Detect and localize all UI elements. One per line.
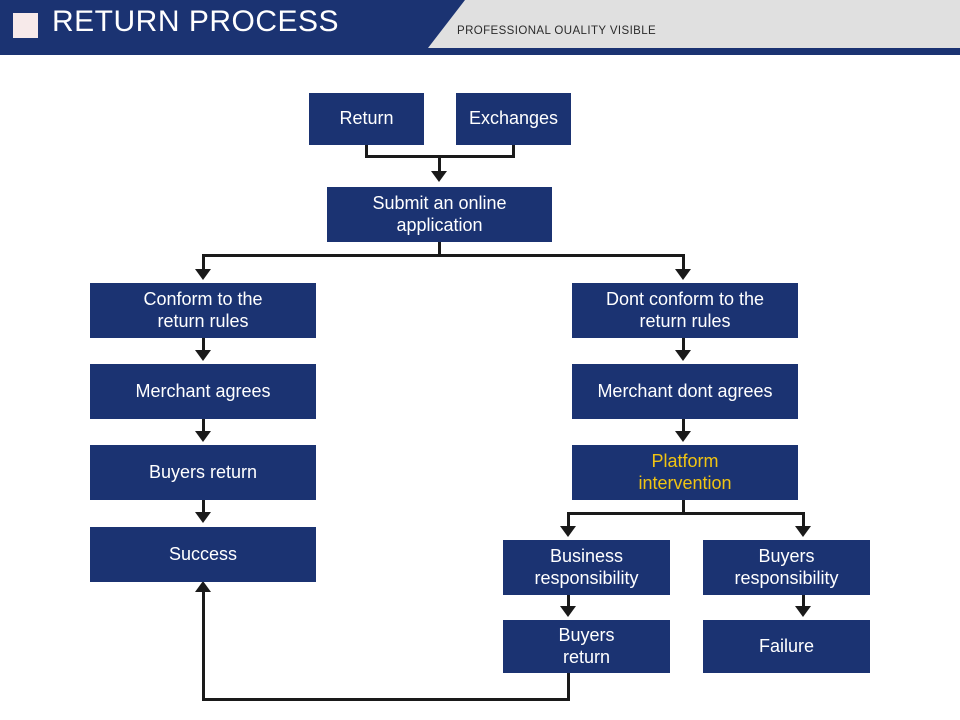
node-success[interactable]: Success [90, 527, 316, 582]
arrow-into-buyers-return-left [195, 431, 211, 442]
edge-split-bar [202, 254, 685, 257]
arrow-feedback-into-success [195, 581, 211, 592]
node-submit-application[interactable]: Submit an online application [327, 187, 552, 242]
arrow-into-buyers-return-right [560, 606, 576, 617]
node-buyers-responsibility[interactable]: Buyers responsibility [703, 540, 870, 595]
edge-dontconform-to-merchant [682, 338, 685, 352]
node-business-responsibility[interactable]: Business responsibility [503, 540, 670, 595]
node-buyers-return-right[interactable]: Buyers return [503, 620, 670, 673]
arrow-into-platform [675, 431, 691, 442]
edge-buyers-to-success [202, 500, 205, 514]
edge-merge-drop [438, 155, 441, 173]
header-underline-bar [0, 48, 960, 55]
arrow-into-failure [795, 606, 811, 617]
edge-platform-stub [682, 500, 685, 514]
header-blue-banner [0, 0, 465, 48]
arrow-into-conform [195, 269, 211, 280]
edge-feedback-bar [202, 698, 570, 701]
edge-platform-right-drop [802, 512, 805, 528]
node-merchant-agrees[interactable]: Merchant agrees [90, 364, 316, 419]
edge-return-stub [365, 145, 368, 158]
edge-exchanges-stub [512, 145, 515, 158]
arrow-into-dont-conform [675, 269, 691, 280]
edge-submit-stub [438, 242, 441, 257]
square-logo-icon [13, 13, 38, 38]
page-title: RETURN PROCESS [52, 5, 340, 38]
arrow-into-buyers-responsibility [795, 526, 811, 537]
node-merchant-dont-agrees[interactable]: Merchant dont agrees [572, 364, 798, 419]
node-exchanges[interactable]: Exchanges [456, 93, 571, 145]
node-failure[interactable]: Failure [703, 620, 870, 673]
slide-header: RETURN PROCESS PROFESSIONAL OUALITY VISI… [0, 0, 960, 56]
node-platform-intervention[interactable]: Platform intervention [572, 445, 798, 500]
node-buyers-return-left[interactable]: Buyers return [90, 445, 316, 500]
node-return[interactable]: Return [309, 93, 424, 145]
edge-conform-to-merchant [202, 338, 205, 352]
edge-platform-split-bar [567, 512, 805, 515]
edge-feedback-rise [202, 592, 205, 700]
edge-merchant-to-platform [682, 419, 685, 433]
node-dont-conform-to-return-rules[interactable]: Dont conform to the return rules [572, 283, 798, 338]
arrow-into-business-responsibility [560, 526, 576, 537]
header-subtitle: PROFESSIONAL OUALITY VISIBLE [457, 25, 657, 37]
arrow-into-merchant-dont-agrees [675, 350, 691, 361]
arrow-into-success [195, 512, 211, 523]
edge-feedback-drop [567, 673, 570, 701]
arrow-into-submit [431, 171, 447, 182]
arrow-into-merchant-agrees [195, 350, 211, 361]
edge-business-to-buyers-return [567, 595, 570, 608]
edge-split-left-drop [202, 254, 205, 271]
edge-split-right-drop [682, 254, 685, 271]
edge-merchant-to-buyers [202, 419, 205, 433]
edge-buyersresp-to-failure [802, 595, 805, 608]
edge-platform-left-drop [567, 512, 570, 528]
node-conform-to-return-rules[interactable]: Conform to the return rules [90, 283, 316, 338]
